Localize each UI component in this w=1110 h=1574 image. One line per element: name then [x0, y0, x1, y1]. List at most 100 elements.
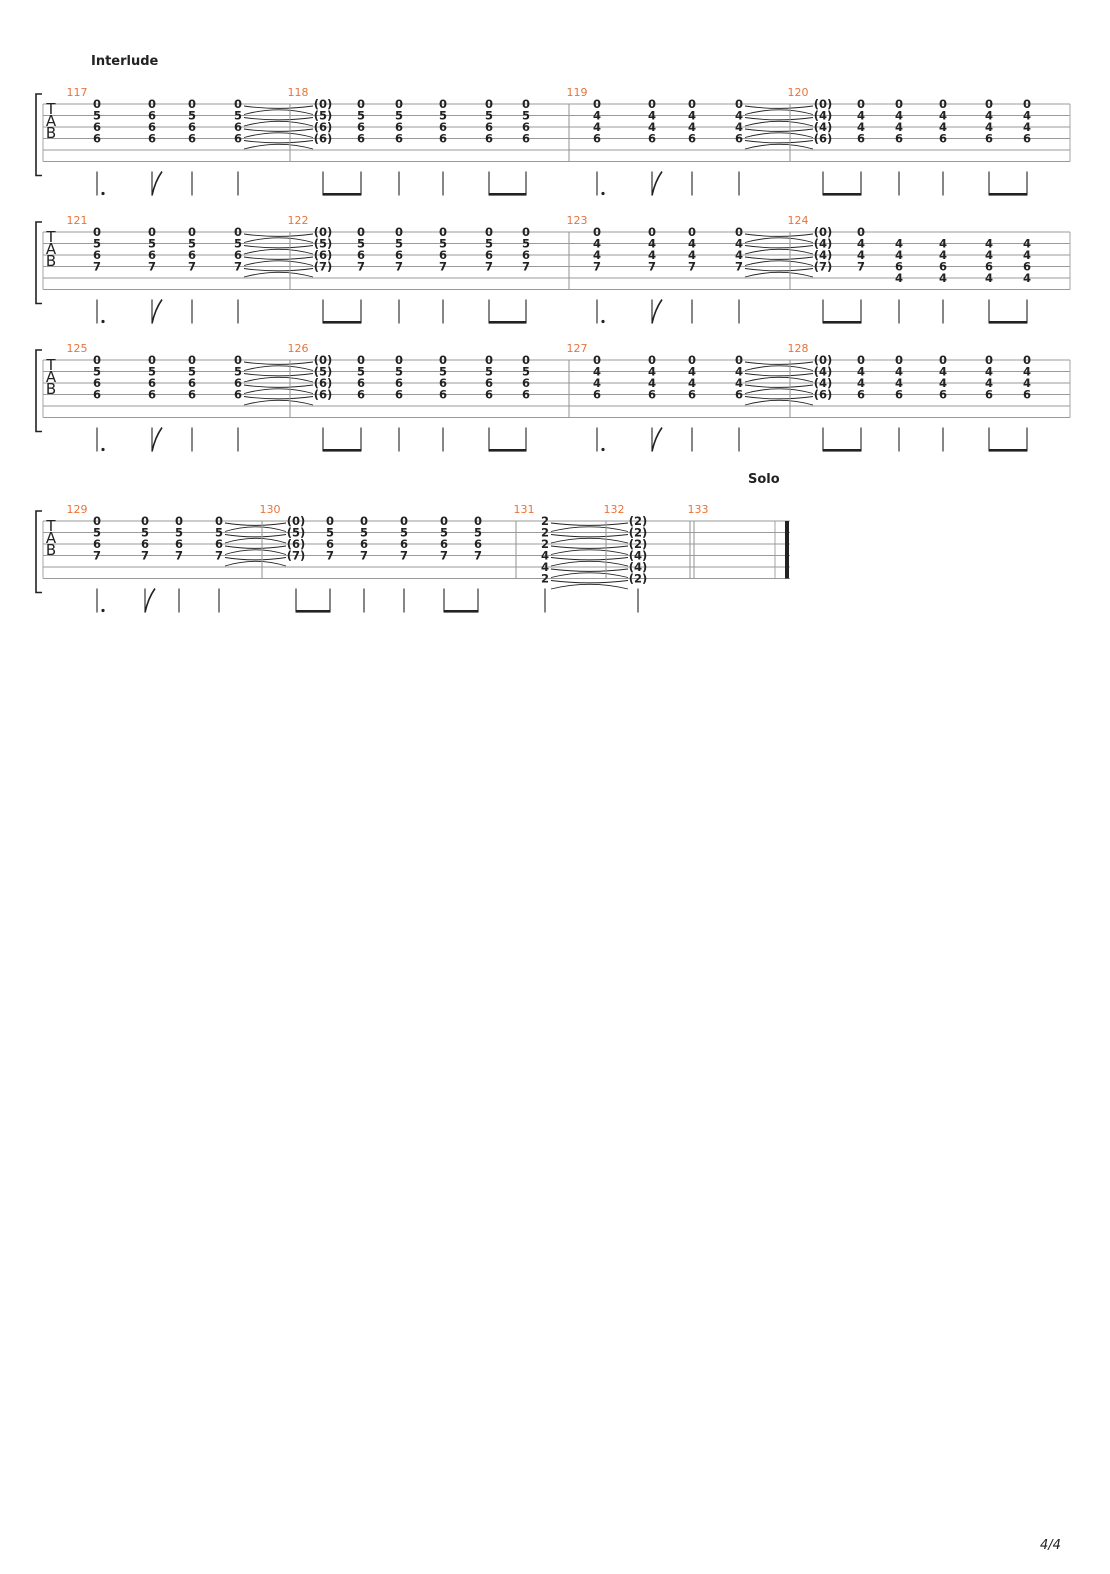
fret-number: (6) — [314, 388, 333, 402]
fret-number: 6 — [360, 537, 368, 551]
fret-number: 0 — [440, 514, 448, 528]
fret-number: 5 — [522, 365, 530, 379]
fret-number: 0 — [485, 353, 493, 367]
tie-arc — [243, 140, 314, 144]
fret-number: 4 — [593, 120, 601, 134]
measure-number: 117 — [67, 86, 88, 99]
fret-number: 6 — [175, 537, 183, 551]
measure-number: 131 — [514, 503, 535, 516]
tie-arc — [224, 557, 287, 561]
tie-arc — [744, 248, 814, 255]
fret-number: 4 — [895, 365, 903, 379]
fret-number: 5 — [474, 526, 482, 540]
fret-number: 4 — [1023, 248, 1031, 262]
fret-number: 0 — [188, 225, 196, 239]
fret-number: 0 — [985, 353, 993, 367]
tie-arc — [744, 361, 814, 365]
system-bracket — [35, 221, 42, 305]
measure-number: 133 — [688, 503, 709, 516]
fret-number: (6) — [314, 248, 333, 262]
fret-number: 5 — [522, 237, 530, 251]
fret-number: 6 — [688, 388, 696, 402]
tie-arc — [243, 109, 314, 115]
tie-arc — [744, 140, 814, 144]
fret-number: 6 — [395, 120, 403, 134]
tie-arc — [744, 396, 814, 400]
fret-number: 6 — [895, 260, 903, 274]
fret-number: 7 — [175, 549, 183, 563]
fret-number: 0 — [939, 97, 947, 111]
fret-number: 0 — [648, 225, 656, 239]
fret-number: 6 — [439, 132, 447, 146]
fret-number: 6 — [93, 120, 101, 134]
fret-number: 6 — [395, 132, 403, 146]
page-number: 4/4 — [1040, 1538, 1061, 1553]
fret-number: 6 — [395, 248, 403, 262]
fret-number: 6 — [439, 248, 447, 262]
tab-clef-letter: B — [46, 380, 56, 398]
fret-number: 0 — [93, 514, 101, 528]
fret-number: 0 — [395, 353, 403, 367]
fret-number: 0 — [648, 97, 656, 111]
fret-number: 4 — [735, 120, 743, 134]
fret-number: 0 — [895, 97, 903, 111]
fret-number: 6 — [234, 388, 242, 402]
fret-number: 4 — [857, 237, 865, 251]
fret-number: 7 — [93, 260, 101, 274]
fret-number: 4 — [541, 560, 549, 574]
tie-arc — [744, 120, 814, 127]
fret-number: 6 — [439, 388, 447, 402]
fret-number: 5 — [188, 109, 196, 123]
measure-number: 121 — [67, 214, 88, 227]
fret-number: 6 — [234, 132, 242, 146]
measure-number: 128 — [788, 342, 809, 355]
fret-number: 6 — [357, 248, 365, 262]
fret-number: 0 — [400, 514, 408, 528]
fret-number: 4 — [1023, 271, 1031, 285]
tie-arc — [550, 545, 629, 549]
fret-number: 0 — [688, 225, 696, 239]
tie-arc — [224, 526, 287, 532]
tie-arc — [744, 384, 814, 388]
tie-arc — [243, 248, 314, 255]
fret-number: 5 — [234, 365, 242, 379]
fret-number: 6 — [939, 260, 947, 274]
tie-arc — [243, 237, 314, 243]
fret-number: 6 — [439, 120, 447, 134]
fret-number: 6 — [188, 388, 196, 402]
fret-number: 6 — [93, 376, 101, 390]
tie-arc — [744, 365, 814, 371]
fret-number: 4 — [939, 271, 947, 285]
fret-number: 0 — [593, 225, 601, 239]
fret-number: 4 — [939, 120, 947, 134]
fret-number: 5 — [141, 526, 149, 540]
measure-number: 122 — [288, 214, 309, 227]
fret-number: (0) — [314, 353, 333, 367]
fret-number: 0 — [985, 97, 993, 111]
tie-arc — [243, 373, 314, 377]
fret-number: (4) — [814, 237, 833, 251]
fret-number: 4 — [735, 237, 743, 251]
tie-arc — [744, 117, 814, 121]
fret-number: (4) — [814, 365, 833, 379]
fret-number: 4 — [857, 109, 865, 123]
measure-number: 132 — [604, 503, 625, 516]
fret-number: 4 — [895, 376, 903, 390]
tie-arc — [744, 388, 814, 394]
rhythm-flag — [151, 171, 163, 196]
fret-number: 6 — [985, 388, 993, 402]
tie-arc — [744, 399, 814, 406]
fret-number: 0 — [735, 353, 743, 367]
tie-arc — [243, 365, 314, 371]
fret-number: 6 — [93, 388, 101, 402]
rhythm-beam — [444, 610, 478, 613]
fret-number: 0 — [593, 97, 601, 111]
tie-arc — [243, 105, 314, 109]
tie-arc — [224, 522, 287, 526]
fret-number: 5 — [485, 109, 493, 123]
tie-arc — [550, 560, 629, 567]
fret-number: 6 — [148, 109, 156, 123]
tie-arc — [224, 545, 287, 549]
fret-number: 0 — [326, 514, 334, 528]
fret-number: 4 — [688, 109, 696, 123]
